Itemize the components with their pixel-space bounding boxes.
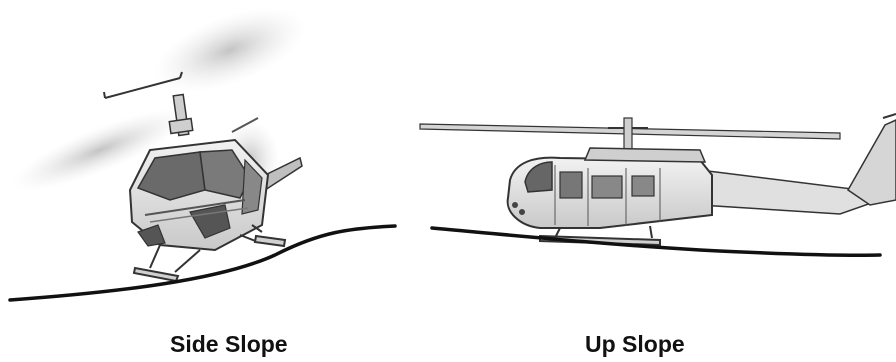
cabin-window-1: [560, 172, 582, 198]
vertical-fin: [848, 120, 896, 205]
helicopter-up-slope: [508, 148, 712, 245]
side-slope-caption: Side Slope: [170, 330, 288, 358]
up-slope-panel: [420, 114, 896, 255]
side-slope-panel: [4, 0, 395, 300]
cabin-window-3: [632, 176, 654, 196]
cabin-window-2: [592, 176, 622, 198]
up-slope-caption: Up Slope: [585, 330, 685, 358]
